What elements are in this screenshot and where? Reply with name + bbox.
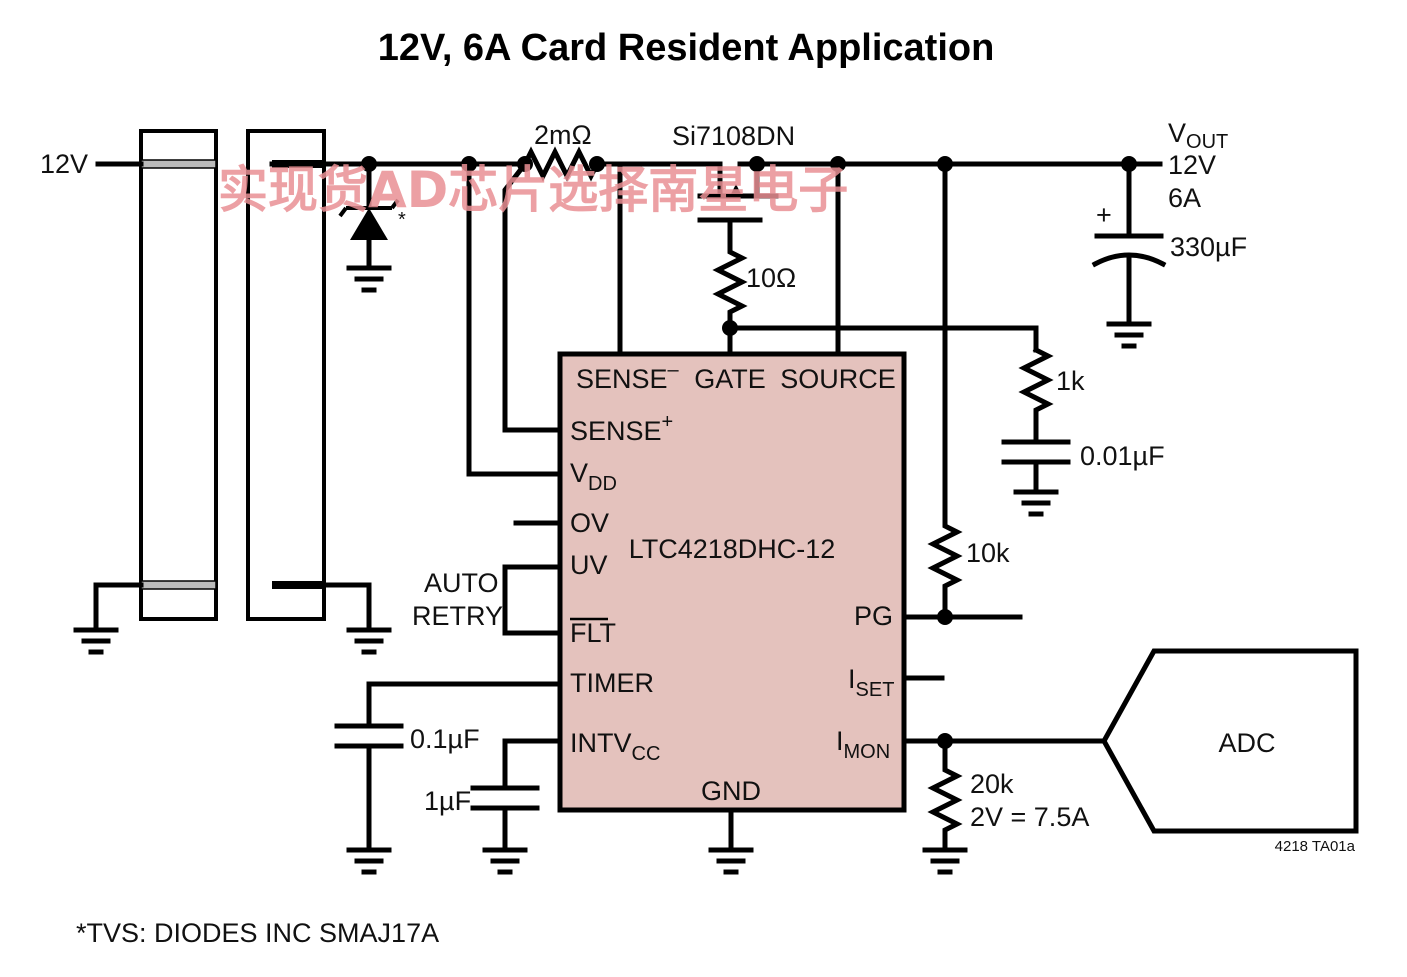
diagram-title: 12V, 6A Card Resident Application: [378, 27, 995, 69]
ic-part-label: LTC4218DHC-12: [629, 534, 836, 564]
ic-body: [557, 351, 907, 813]
timer-capacitor: [334, 681, 563, 875]
pg-pullup-resistor: [927, 161, 963, 620]
sense-plus-wire: [502, 160, 563, 433]
pin-flt: FLT: [570, 618, 616, 648]
pin-source: SOURCE: [780, 364, 896, 394]
ic-ground: [708, 807, 754, 875]
intvcc-cap-value: 1µF: [424, 786, 471, 816]
pin-imon: IMON: [836, 726, 890, 763]
pin-uv: UV: [570, 550, 608, 580]
tvs-marker: *: [398, 209, 406, 231]
connector-ground-right: [321, 582, 392, 655]
vdd-wire: [466, 161, 563, 477]
timer-cap-value: 0.1µF: [410, 724, 480, 754]
backplane-connector: [139, 129, 218, 621]
pin-gate: GATE: [694, 364, 766, 394]
auto-retry-loop: [502, 564, 563, 636]
pin-intvcc: INTVCC: [570, 728, 660, 765]
gate-resistor-value: 10Ω: [746, 263, 796, 293]
mosfet: [697, 161, 779, 247]
pg-pullup-value: 10k: [966, 538, 1010, 568]
sense-resistor-value: 2mΩ: [534, 120, 592, 150]
output-voltage-value: 12V: [1168, 150, 1216, 180]
input-voltage-label: 12V: [40, 149, 88, 179]
output-cap-value: 330µF: [1170, 232, 1247, 262]
gate-rc-resistor-value: 1k: [1056, 366, 1085, 396]
output-voltage-name: VOUT: [1168, 118, 1228, 153]
tvs-diode: [338, 161, 400, 293]
pin-ov: OV: [570, 508, 609, 538]
connector-ground-left: [73, 582, 144, 655]
auto-retry-line2: RETRY: [412, 601, 503, 631]
adc-label: ADC: [1218, 728, 1275, 758]
imon-scale: 2V = 7.5A: [970, 802, 1089, 832]
adc-block: [1101, 648, 1359, 834]
imon-resistor-value: 20k: [970, 769, 1014, 799]
pin-pg: PG: [854, 601, 893, 631]
pin-sense-plus: SENSE+: [570, 411, 673, 446]
pin-vdd: VDD: [570, 458, 617, 495]
imon-resistor: [922, 738, 968, 875]
gate-rc-capacitor-value: 0.01µF: [1080, 441, 1165, 471]
mosfet-part-label: Si7108DN: [672, 121, 795, 151]
footnote: *TVS: DIODES INC SMAJ17A: [76, 918, 439, 948]
gate-resistor: [712, 241, 748, 331]
pin-gnd: GND: [701, 776, 761, 806]
pin-timer: TIMER: [570, 668, 654, 698]
output-current-value: 6A: [1168, 183, 1201, 213]
output-capacitor: [1091, 161, 1167, 349]
figure-code: 4218 TA01a: [1275, 838, 1356, 855]
pin-iset: ISET: [848, 664, 894, 701]
watermark-text: 实现货AD芯片选择南星电子: [218, 161, 848, 219]
output-cap-polarity: +: [1096, 200, 1112, 230]
auto-retry-line1: AUTO: [424, 568, 499, 598]
gate-rc-network: [727, 325, 1071, 517]
intvcc-capacitor: [470, 738, 563, 875]
pin-sense-minus: SENSE–: [576, 359, 680, 394]
